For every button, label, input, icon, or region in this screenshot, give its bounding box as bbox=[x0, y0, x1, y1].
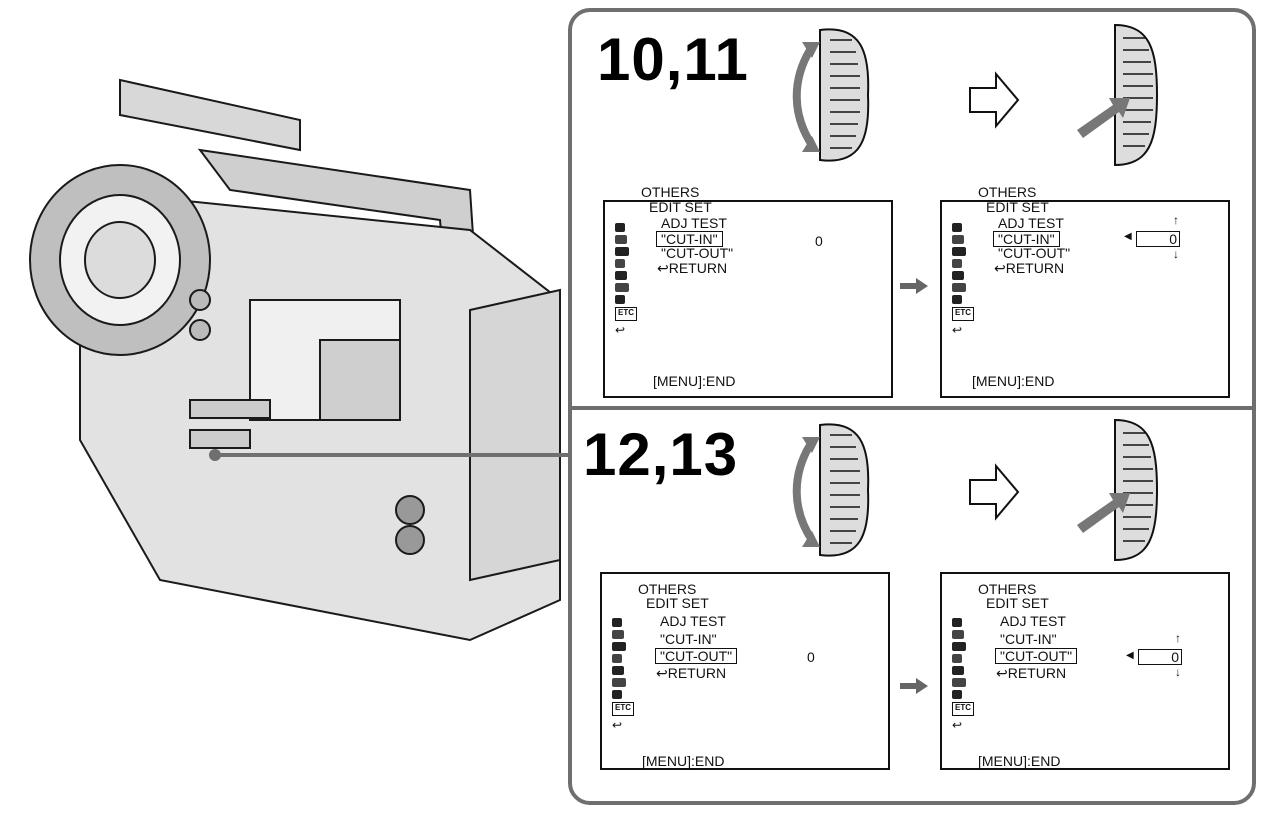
menu-screen-12-13-select: OTHERS EDIT SET ADJ TEST "CUT-IN" "CUT-O… bbox=[600, 572, 890, 770]
tape-set-icon bbox=[615, 283, 629, 292]
etc-icon: ETC bbox=[952, 702, 974, 716]
lcd-set-icon bbox=[615, 259, 625, 268]
menu-footer: [MENU]:END bbox=[972, 374, 1054, 388]
menu-item-cut-out[interactable]: "CUT-OUT" bbox=[655, 648, 737, 664]
down-arrow-icon: ↓ bbox=[1173, 248, 1179, 260]
lcd-set-icon bbox=[952, 259, 962, 268]
return-icon: ↩ bbox=[952, 324, 968, 336]
press-dial-icon bbox=[1075, 415, 1165, 565]
menu-icon-column: ETC ↩ bbox=[615, 223, 637, 339]
cm-set-icon bbox=[612, 666, 624, 675]
screen-title: OTHERS bbox=[638, 582, 696, 596]
menu-icon-column: ETC ↩ bbox=[612, 618, 634, 734]
next-arrow-icon bbox=[968, 462, 1020, 522]
screen-title: OTHERS bbox=[978, 582, 1036, 596]
menu-item-cut-out[interactable]: "CUT-OUT" bbox=[995, 648, 1077, 664]
setup-icon bbox=[952, 690, 962, 699]
cut-out-value-box[interactable]: 0 bbox=[1138, 649, 1182, 665]
menu-item-adj-test[interactable]: ADJ TEST bbox=[1000, 614, 1066, 628]
lcd-set-icon bbox=[612, 654, 622, 663]
tc-icon bbox=[612, 618, 622, 627]
menu-screen-10-11-select: OTHERS EDIT SET ADJ TEST "CUT-IN" "CUT-O… bbox=[603, 200, 893, 398]
menu-icon-column: ETC ↩ bbox=[952, 618, 974, 734]
camera-set-icon bbox=[952, 630, 964, 639]
transition-arrow-icon bbox=[900, 278, 928, 294]
step-divider bbox=[568, 406, 1256, 410]
cut-in-value-box[interactable]: 0 bbox=[1136, 231, 1180, 247]
vtr-set-icon bbox=[952, 642, 966, 651]
vtr-set-icon bbox=[952, 247, 966, 256]
return-icon: ↩ bbox=[615, 324, 631, 336]
menu-item-adj-test[interactable]: ADJ TEST bbox=[660, 614, 726, 628]
press-dial-icon bbox=[1075, 20, 1165, 170]
menu-footer: [MENU]:END bbox=[642, 754, 724, 768]
screen-section: EDIT SET bbox=[649, 200, 712, 214]
tc-icon bbox=[952, 618, 962, 627]
menu-item-cut-out[interactable]: "CUT-OUT" bbox=[661, 246, 733, 260]
setup-icon bbox=[612, 690, 622, 699]
screen-title: OTHERS bbox=[641, 185, 699, 199]
vtr-set-icon bbox=[615, 247, 629, 256]
return-icon: ↩ bbox=[612, 719, 628, 731]
lcd-set-icon bbox=[952, 654, 962, 663]
menu-item-cut-in[interactable]: "CUT-IN" bbox=[1000, 632, 1057, 646]
cm-set-icon bbox=[615, 271, 627, 280]
rotate-dial-icon bbox=[790, 20, 880, 170]
cut-in-value: 0 bbox=[815, 234, 823, 248]
up-arrow-icon: ↑ bbox=[1175, 632, 1181, 644]
etc-icon: ETC bbox=[612, 702, 634, 716]
menu-item-return[interactable]: ↩RETURN bbox=[656, 666, 726, 680]
setup-icon bbox=[952, 295, 962, 304]
cm-set-icon bbox=[952, 666, 964, 675]
cm-set-icon bbox=[952, 271, 964, 280]
tc-icon bbox=[615, 223, 625, 232]
pointer-left-icon: ◀ bbox=[1126, 651, 1134, 661]
down-arrow-icon: ↓ bbox=[1175, 666, 1181, 678]
menu-item-return[interactable]: ↩RETURN bbox=[657, 261, 727, 275]
menu-item-return[interactable]: ↩RETURN bbox=[994, 261, 1064, 275]
tape-set-icon bbox=[952, 678, 966, 687]
vtr-set-icon bbox=[612, 642, 626, 651]
menu-footer: [MENU]:END bbox=[653, 374, 735, 388]
menu-item-cut-in[interactable]: "CUT-IN" bbox=[660, 632, 717, 646]
screen-section: EDIT SET bbox=[986, 200, 1049, 214]
step-number-12-13: 12,13 bbox=[583, 425, 738, 485]
pointer-left-icon: ◀ bbox=[1124, 232, 1132, 242]
menu-screen-10-11-adjust: OTHERS EDIT SET ADJ TEST "CUT-IN" "CUT-O… bbox=[940, 200, 1230, 398]
etc-icon: ETC bbox=[952, 307, 974, 321]
setup-icon bbox=[615, 295, 625, 304]
tape-set-icon bbox=[952, 283, 966, 292]
next-arrow-icon bbox=[968, 70, 1020, 130]
camera-set-icon bbox=[612, 630, 624, 639]
menu-icon-column: ETC ↩ bbox=[952, 223, 974, 339]
rotate-dial-icon bbox=[790, 415, 880, 565]
cut-out-value: 0 bbox=[807, 650, 815, 664]
tc-icon bbox=[952, 223, 962, 232]
menu-footer: [MENU]:END bbox=[978, 754, 1060, 768]
menu-item-adj-test[interactable]: ADJ TEST bbox=[661, 216, 727, 230]
screen-section: EDIT SET bbox=[646, 596, 709, 610]
step-number-10-11: 10,11 bbox=[597, 30, 749, 90]
etc-icon: ETC bbox=[615, 307, 637, 321]
transition-arrow-icon bbox=[900, 678, 928, 694]
screen-section: EDIT SET bbox=[986, 596, 1049, 610]
menu-item-adj-test[interactable]: ADJ TEST bbox=[998, 216, 1064, 230]
screen-title: OTHERS bbox=[978, 185, 1036, 199]
up-arrow-icon: ↑ bbox=[1173, 214, 1179, 226]
menu-item-cut-out[interactable]: "CUT-OUT" bbox=[998, 246, 1070, 260]
camera-set-icon bbox=[615, 235, 627, 244]
menu-screen-12-13-adjust: OTHERS EDIT SET ADJ TEST "CUT-IN" "CUT-O… bbox=[940, 572, 1230, 770]
camcorder-illustration bbox=[0, 40, 600, 680]
menu-item-return[interactable]: ↩RETURN bbox=[996, 666, 1066, 680]
tape-set-icon bbox=[612, 678, 626, 687]
camera-set-icon bbox=[952, 235, 964, 244]
return-icon: ↩ bbox=[952, 719, 968, 731]
